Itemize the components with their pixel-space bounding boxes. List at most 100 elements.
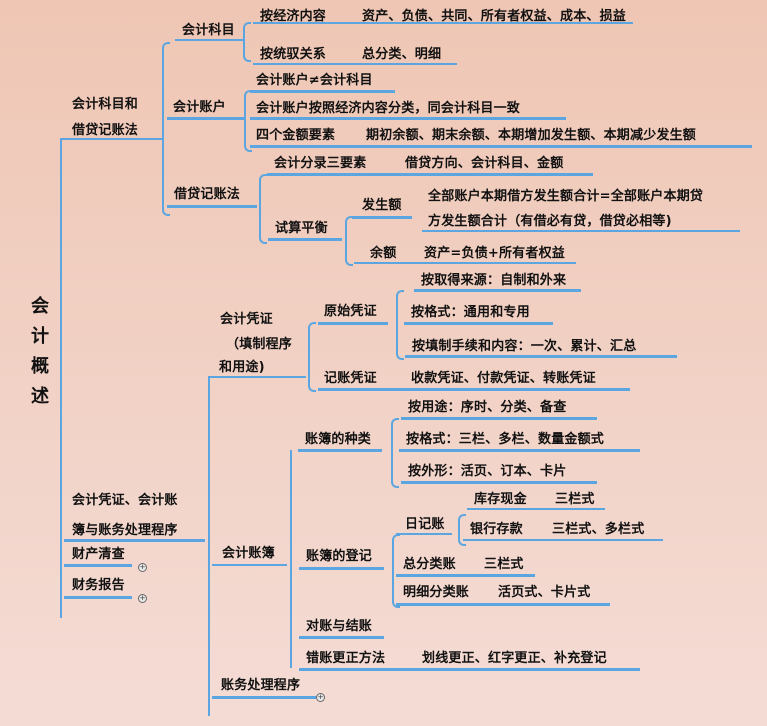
node-correction[interactable]: 错账更正方法 [306, 651, 386, 666]
journal-cash-label: 库存现金 [474, 492, 527, 507]
underline [268, 238, 342, 241]
kemu-by-relation-label[interactable]: 按统驭关系 [260, 47, 327, 62]
trial-amount-line1: 全部账户本期借方发生额合计=全部账户本期贷 [428, 189, 704, 204]
underline [167, 117, 245, 120]
node-bookkeeping-voucher[interactable]: 记账凭证 [324, 371, 377, 386]
underline [253, 63, 457, 65]
underline [253, 22, 633, 24]
zhanghu-elements-value: 期初余额、期末余额、本期增加发生额、本期减少发生额 [366, 128, 697, 143]
branch-kemu-jiedai-line1[interactable]: 会计科目和 [72, 97, 139, 112]
branch-kemu-jiedai-line2[interactable]: 借贷记账法 [72, 123, 139, 138]
bracket [458, 514, 466, 546]
branch-property-inventory[interactable]: 财产清查 [72, 547, 125, 562]
underline [212, 564, 287, 566]
plus-circle-icon[interactable]: + [138, 563, 147, 572]
underline [298, 449, 382, 452]
underline [250, 90, 395, 93]
node-book-types[interactable]: 账簿的种类 [305, 432, 372, 447]
root-char: 概 [31, 356, 49, 377]
node-zhanghu[interactable]: 会计账户 [173, 100, 226, 115]
zhanghu-elements-label[interactable]: 四个金额要素 [256, 128, 336, 143]
plus-circle-icon[interactable]: + [138, 594, 147, 603]
node-pingzheng-line3[interactable]: 和用途) [219, 360, 265, 375]
underline [175, 39, 243, 41]
underline [267, 173, 593, 176]
root-char: 计 [31, 326, 49, 347]
root-connector [60, 138, 62, 618]
node-original-voucher[interactable]: 原始凭证 [324, 304, 377, 319]
underline [210, 376, 306, 378]
trial-amount-label[interactable]: 发生额 [362, 198, 402, 213]
original-item: 按格式：通用和专用 [411, 305, 530, 320]
underline [299, 567, 384, 570]
bracket [396, 290, 404, 360]
bracket [162, 42, 170, 216]
root-char: 会 [31, 296, 49, 317]
entry-label[interactable]: 会计分录三要素 [274, 156, 367, 171]
branch-financial-report[interactable]: 财务报告 [72, 578, 125, 593]
bracket [392, 534, 400, 608]
bracket [391, 418, 399, 488]
underline [467, 508, 605, 510]
original-item: 按填制手续和内容：一次、累计、汇总 [412, 339, 637, 354]
bracket [345, 216, 353, 266]
general-ledger-value: 三栏式 [484, 557, 524, 572]
trial-amount-line2: 方发生额合计（有借必有贷，借贷必相等) [428, 214, 672, 229]
zhanghu-item: 会计账户按照经济内容分类，同会计科目一致 [256, 101, 521, 116]
underline [422, 230, 740, 232]
detail-ledger-value: 活页式、卡片式 [498, 585, 591, 600]
underline [167, 205, 257, 208]
node-book-register[interactable]: 账簿的登记 [306, 549, 373, 564]
underline [250, 117, 566, 120]
underline [396, 603, 610, 606]
bracket [308, 322, 316, 392]
kemu-by-content-value: 资产、负债、共同、所有者权益、成本、损益 [362, 9, 627, 24]
journal-cash-value: 三栏式 [555, 492, 595, 507]
root-char: 述 [31, 386, 49, 407]
node-reconcile[interactable]: 对账与结账 [306, 619, 373, 634]
underline [250, 145, 752, 148]
book-type-item: 按用途：序时、分类、备查 [408, 400, 567, 415]
underline [414, 289, 581, 292]
underline [299, 636, 384, 639]
underline [352, 216, 412, 219]
node-zhangbu[interactable]: 会计账簿 [222, 546, 275, 561]
underline [64, 539, 205, 542]
underline [212, 696, 316, 699]
trial-balance-label[interactable]: 余额 [370, 246, 397, 261]
correction-value: 划线更正、红字更正、补充登记 [422, 651, 607, 666]
bookkeeping-value: 收款凭证、付款凭证、转账凭证 [411, 371, 596, 386]
node-kemu[interactable]: 会计科目 [182, 23, 235, 38]
underline [405, 355, 677, 358]
plus-circle-icon[interactable]: + [316, 693, 325, 702]
node-jiedai[interactable]: 借贷记账法 [174, 187, 241, 202]
underline [401, 481, 597, 484]
node-journal[interactable]: 日记账 [405, 517, 445, 532]
node-pingzheng-line2[interactable]: （填制程序 [226, 337, 293, 352]
trial-balance-value: 资产=负债+所有者权益 [424, 246, 565, 261]
entry-value: 借贷方向、会计科目、金额 [405, 156, 564, 171]
branch-underline [62, 138, 162, 140]
branch-connector [208, 376, 210, 716]
underline [299, 668, 640, 671]
bracket [243, 22, 251, 62]
kemu-by-content-label[interactable]: 按经济内容 [260, 9, 327, 24]
zhangbu-connector [290, 450, 292, 668]
node-process[interactable]: 账务处理程序 [221, 678, 301, 693]
branch-pingzheng-zhangbu-line2[interactable]: 簿与账务处理程序 [72, 523, 178, 538]
node-trial-balance[interactable]: 试算平衡 [275, 221, 328, 236]
underline [318, 388, 630, 391]
underline [396, 533, 452, 535]
detail-ledger-label[interactable]: 明细分类账 [403, 585, 470, 600]
underline [396, 574, 535, 577]
journal-bank-label: 银行存款 [470, 522, 523, 537]
general-ledger-label[interactable]: 总分类账 [403, 557, 456, 572]
book-type-item: 按格式：三栏、多栏、数量金额式 [406, 432, 605, 447]
underline [354, 262, 576, 264]
original-item: 按取得来源：自制和外来 [421, 273, 567, 288]
bracket [244, 90, 252, 152]
node-pingzheng-line1[interactable]: 会计凭证 [220, 312, 273, 327]
journal-bank-value: 三栏式、多栏式 [552, 522, 645, 537]
branch-pingzheng-zhangbu-line1[interactable]: 会计凭证、会计账 [72, 493, 178, 508]
bracket [259, 174, 267, 244]
